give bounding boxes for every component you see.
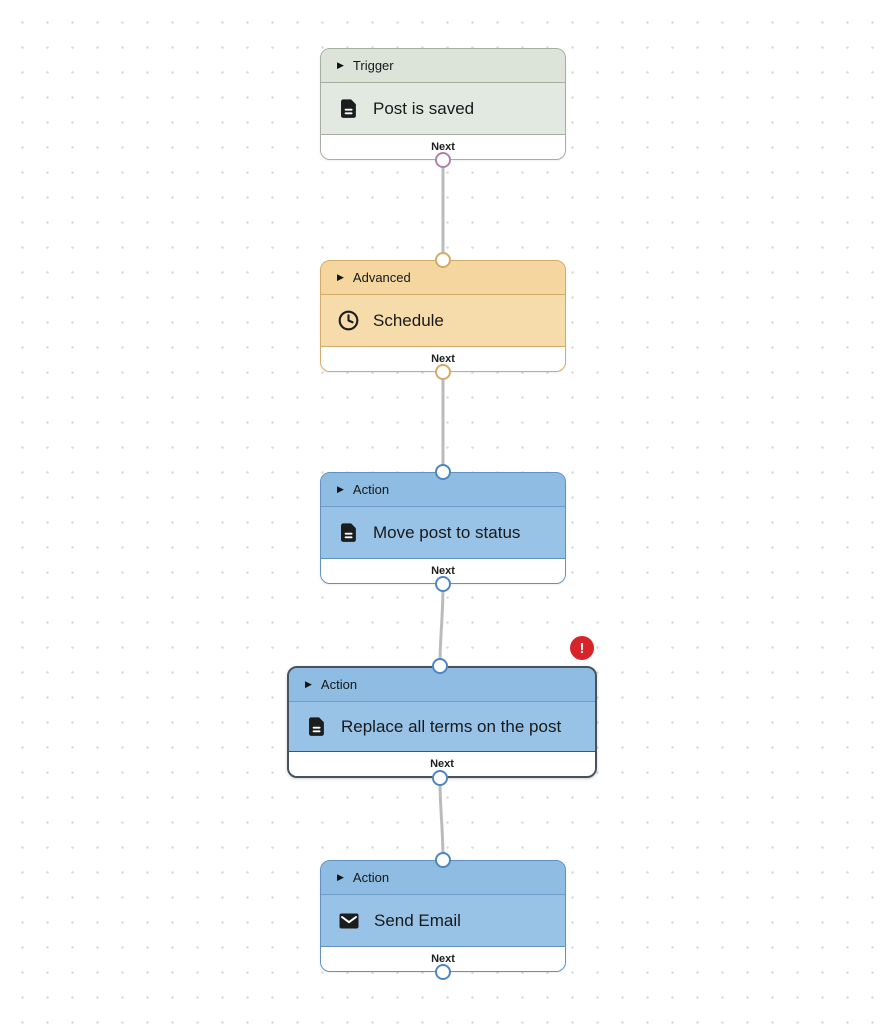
node-category-label: Action: [352, 870, 390, 885]
email-icon: [337, 909, 361, 933]
document-icon: [305, 715, 328, 738]
node-body[interactable]: Schedule: [321, 295, 565, 346]
node-action-move-post-to-status[interactable]: ▶ Action Move post to status Next: [320, 472, 566, 584]
node-action-send-email[interactable]: ▶ Action Send Email Next: [320, 860, 566, 972]
port-trigger-output[interactable]: [435, 152, 451, 168]
error-badge[interactable]: !: [570, 636, 594, 660]
node-title-label: Move post to status: [373, 522, 521, 542]
node-action-replace-all-terms[interactable]: ▶ Action Replace all terms on the post N…: [287, 666, 597, 778]
caret-right-icon[interactable]: ▶: [337, 272, 344, 282]
node-title-label: Post is saved: [373, 98, 475, 118]
caret-right-icon[interactable]: ▶: [337, 872, 344, 882]
node-category-label: Action: [320, 677, 358, 692]
node-category-label: Action: [352, 482, 390, 497]
port-action2-input[interactable]: [432, 658, 448, 674]
node-title-label: Schedule: [373, 310, 444, 330]
node-category-label: Trigger: [352, 58, 394, 73]
port-advanced-output[interactable]: [435, 364, 451, 380]
node-footer-next[interactable]: Next: [321, 558, 565, 583]
document-icon: [337, 521, 360, 544]
caret-right-icon[interactable]: ▶: [337, 60, 344, 70]
port-action3-output[interactable]: [435, 964, 451, 980]
node-title-label: Replace all terms on the post: [341, 716, 562, 736]
edge-action1-to-action2[interactable]: [438, 582, 445, 668]
node-advanced-schedule[interactable]: ▶ Advanced Schedule Next: [320, 260, 566, 372]
node-body[interactable]: Post is saved: [321, 83, 565, 134]
node-header[interactable]: ▶ Trigger: [321, 49, 565, 83]
port-action1-input[interactable]: [435, 464, 451, 480]
node-body[interactable]: Replace all terms on the post: [289, 702, 595, 751]
port-advanced-input[interactable]: [435, 252, 451, 268]
clock-icon: [337, 309, 360, 332]
node-body[interactable]: Move post to status: [321, 507, 565, 558]
node-category-label: Advanced: [352, 270, 411, 285]
port-action1-output[interactable]: [435, 576, 451, 592]
node-header[interactable]: ▶ Action: [321, 861, 565, 895]
node-body[interactable]: Send Email: [321, 895, 565, 946]
edge-action2-to-action3[interactable]: [438, 776, 445, 862]
caret-right-icon[interactable]: ▶: [305, 679, 312, 689]
port-action2-output[interactable]: [432, 770, 448, 786]
node-trigger-post-is-saved[interactable]: ▶ Trigger Post is saved Next: [320, 48, 566, 160]
node-title-label: Send Email: [374, 910, 461, 930]
document-icon: [337, 97, 360, 120]
port-action3-input[interactable]: [435, 852, 451, 868]
caret-right-icon[interactable]: ▶: [337, 484, 344, 494]
